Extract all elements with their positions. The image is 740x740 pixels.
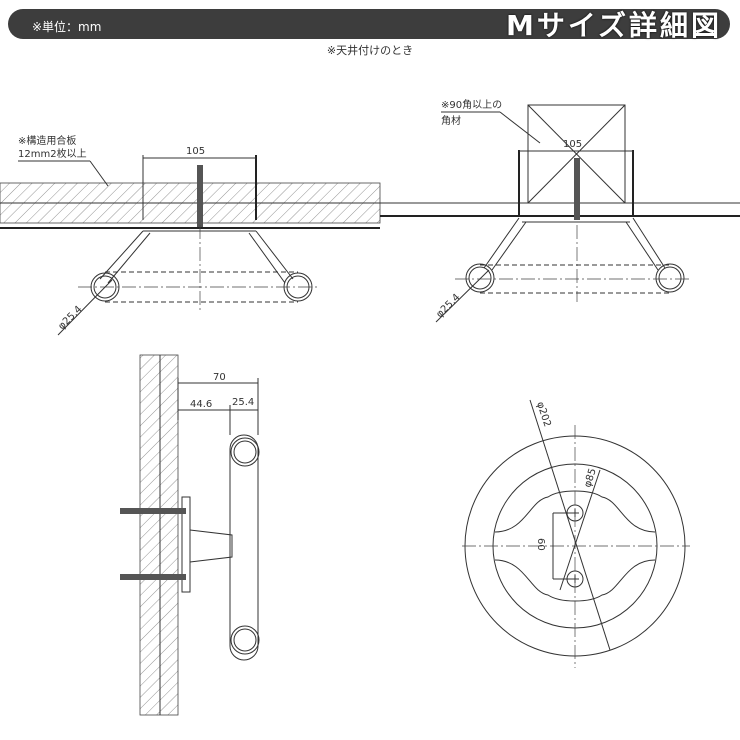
width-dimension: 105 <box>563 139 582 150</box>
wall-side-view: 70 44.6 25.4 <box>120 354 260 716</box>
header-bar <box>8 9 730 39</box>
offset-dimension: 44.6 <box>190 399 212 410</box>
outer-diameter: φ202 <box>534 401 552 429</box>
screw-icon <box>120 508 186 514</box>
screw-icon <box>574 158 580 220</box>
base-plate-view: φ202 φ85 60 <box>462 399 690 668</box>
width-dimension: 105 <box>186 146 205 157</box>
joist-note-1: ※90角以上の <box>441 99 502 111</box>
hole-pitch: 60 <box>535 538 546 551</box>
joist-ceiling-view: 105 ※90角以上の 角材 φ25.4 <box>380 99 740 323</box>
pipe-diameter: φ25.4 <box>56 304 84 332</box>
pipe-diameter: φ25.4 <box>434 292 462 320</box>
joist-note-2: 角材 <box>441 114 461 127</box>
depth-dimension: 70 <box>213 372 226 383</box>
pipe-dimension: 25.4 <box>232 397 254 408</box>
inner-diameter: φ85 <box>582 467 598 489</box>
ceiling-mount-note: ※天井付けのとき <box>326 44 414 57</box>
plywood-note-1: ※構造用合板 <box>18 134 76 147</box>
screw-icon <box>197 165 203 227</box>
plywood-ceiling-view: 105 ※構造用合板 12mm2枚以上 φ25.4 <box>0 134 381 336</box>
screw-icon <box>120 574 186 580</box>
plywood-note-2: 12mm2枚以上 <box>18 147 87 160</box>
unit-label: ※単位：mm <box>32 20 102 34</box>
page-title: Mサイズ詳細図 <box>505 9 722 42</box>
